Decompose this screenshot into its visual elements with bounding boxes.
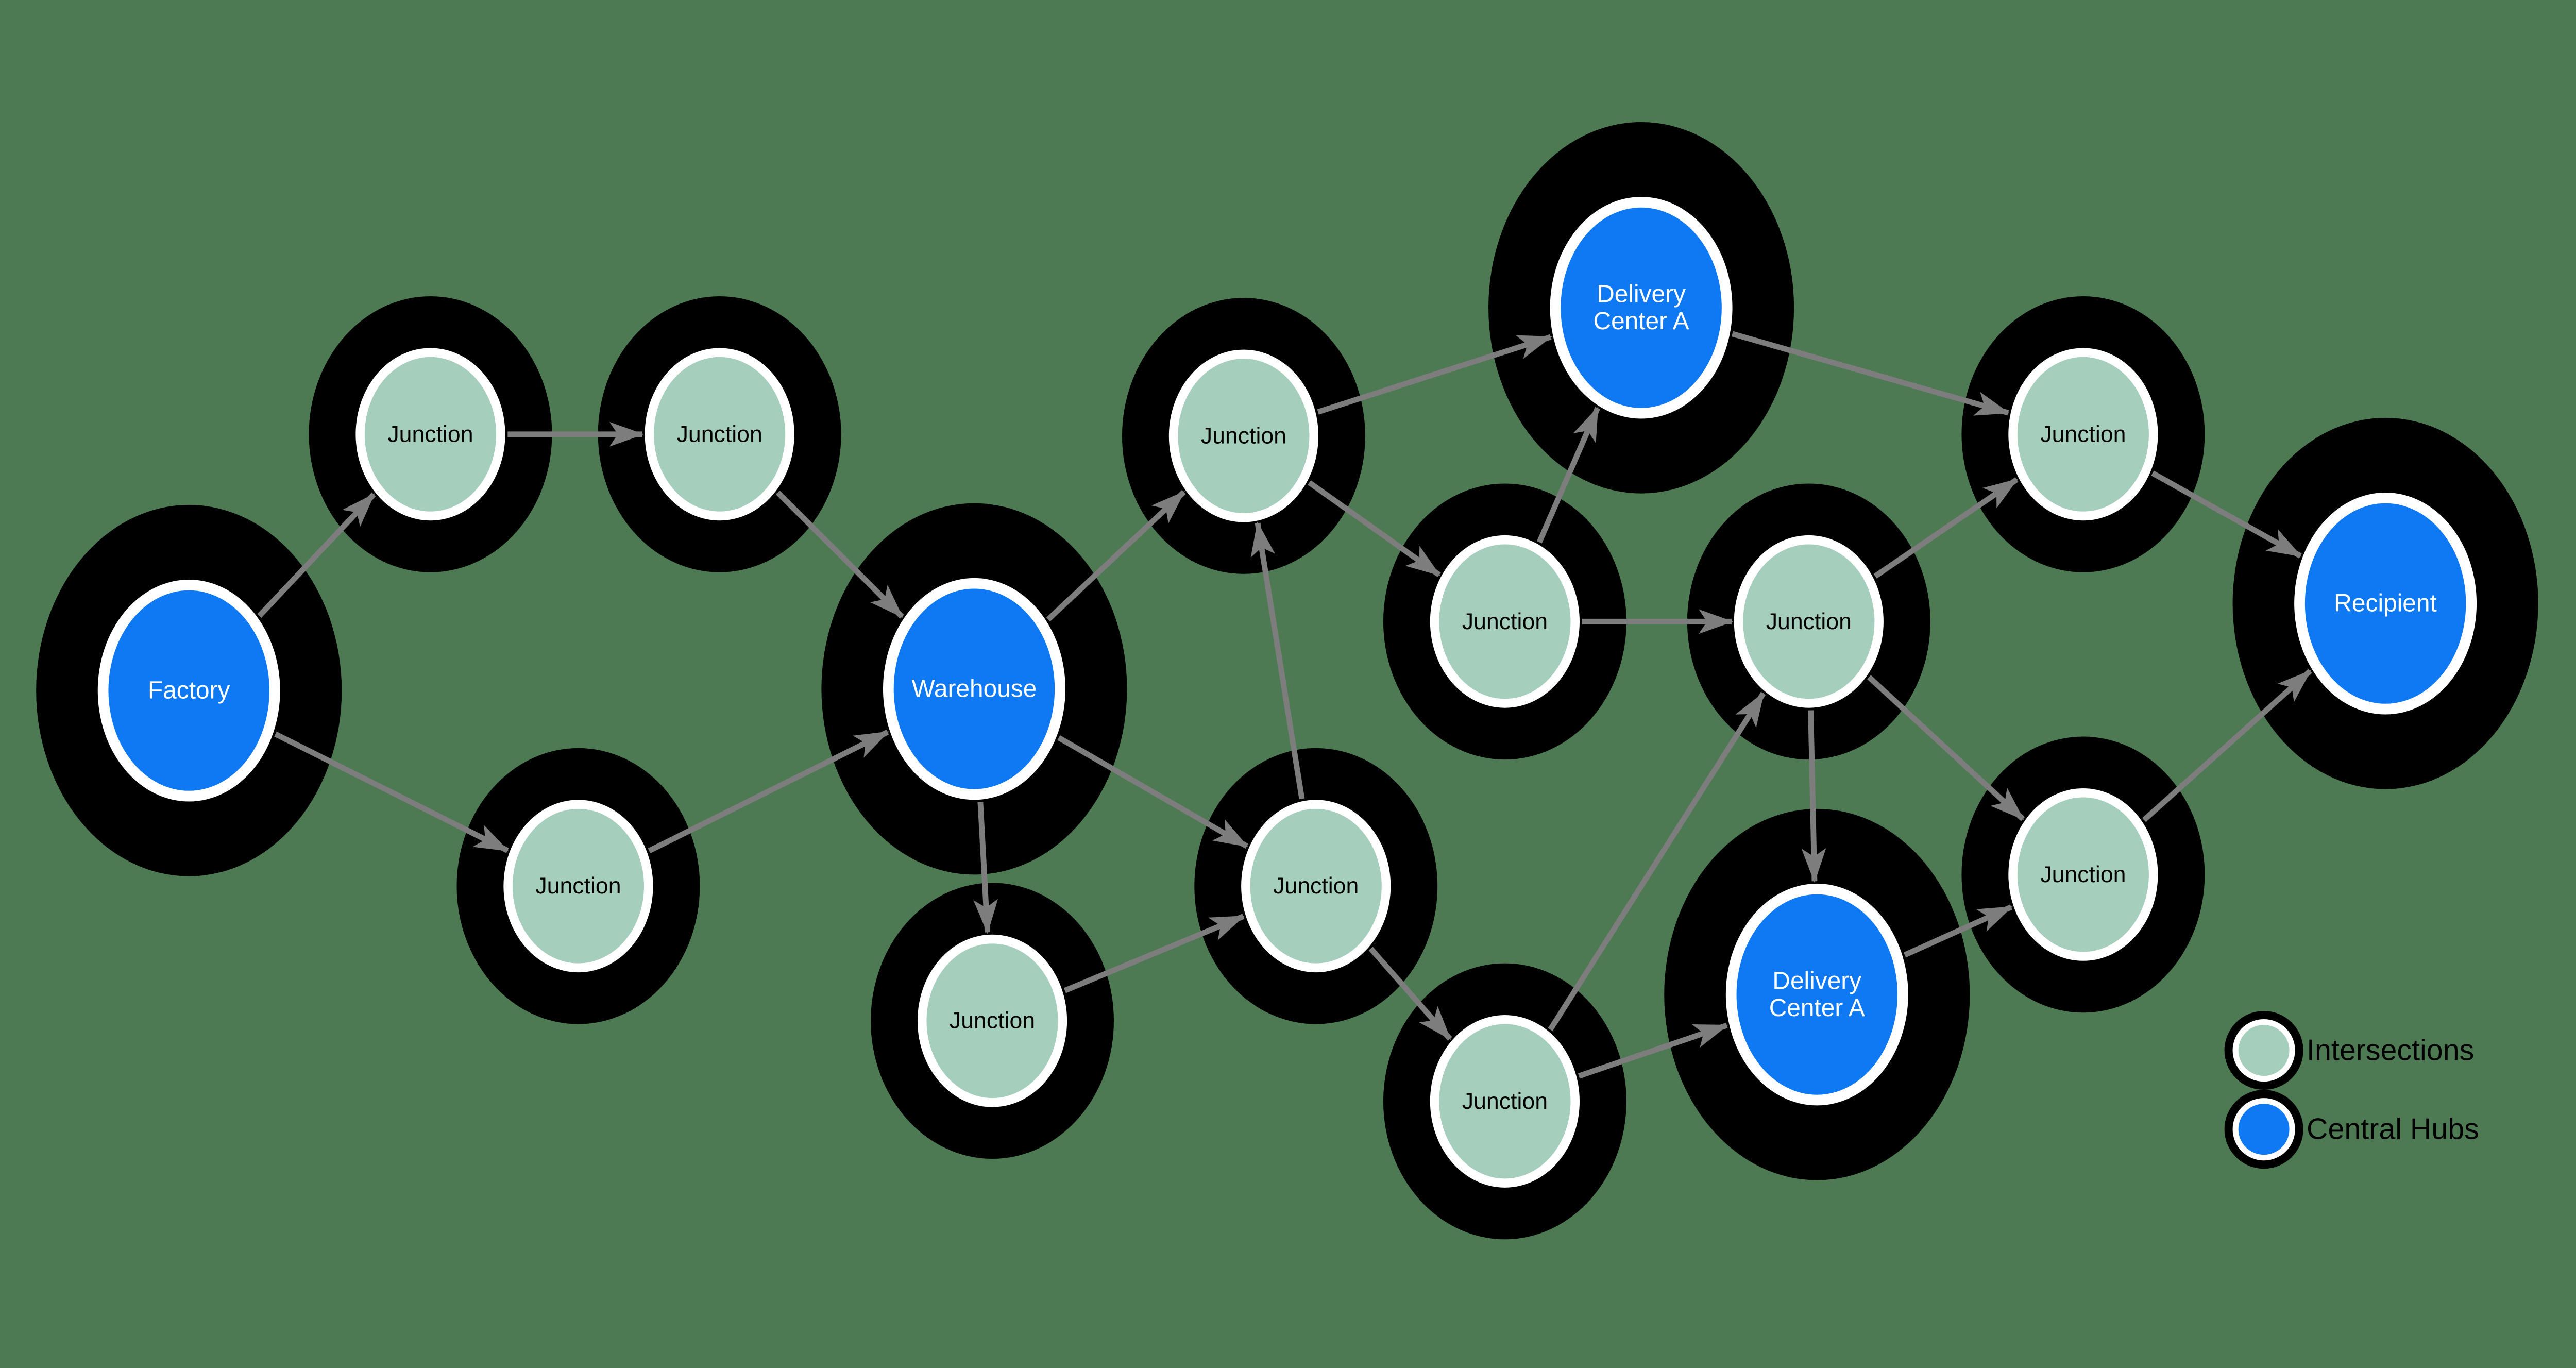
nodes-layer bbox=[97, 197, 2477, 1188]
node-junction-f bbox=[1250, 808, 1382, 964]
node-recipient bbox=[2304, 503, 2466, 704]
edge-junction-i-to-delivery-center-a-bottom bbox=[1801, 710, 1826, 883]
node-label-junction-f: Junction bbox=[1273, 873, 1359, 899]
node-label-factory: Factory bbox=[148, 677, 230, 704]
edge-junction-j-to-recipient bbox=[2151, 470, 2302, 559]
legend-label-central-hubs: Central Hubs bbox=[2307, 1113, 2479, 1146]
edge-warehouse-to-junction-d bbox=[1046, 489, 1186, 622]
legend-label-intersections: Intersections bbox=[2307, 1034, 2474, 1067]
legend-swatch-intersections bbox=[2238, 1025, 2290, 1076]
node-label-junction-d: Junction bbox=[1201, 423, 1286, 448]
node-junction-g bbox=[1439, 544, 1571, 699]
node-label-junction-e: Junction bbox=[950, 1008, 1035, 1034]
edge-junction-i-to-junction-j bbox=[1873, 477, 2019, 579]
edge-junction-b-to-warehouse bbox=[775, 490, 904, 619]
edge-junction-k-to-recipient bbox=[2142, 669, 2312, 822]
node-label-junction-a: Junction bbox=[387, 421, 473, 447]
edge-warehouse-to-junction-f bbox=[1057, 735, 1249, 849]
node-label-warehouse: Warehouse bbox=[912, 675, 1037, 703]
edge-junction-f-to-junction-h bbox=[1368, 947, 1452, 1041]
node-junction-d bbox=[1178, 359, 1310, 513]
edges-layer bbox=[257, 331, 2312, 1079]
node-junction-a bbox=[364, 357, 497, 512]
edge-junction-d-to-delivery-center-a-top bbox=[1317, 334, 1552, 415]
node-junction-j bbox=[2017, 357, 2149, 512]
edge-delivery-center-a-top-to-junction-j bbox=[1731, 331, 2010, 416]
node-label-junction-k: Junction bbox=[2040, 862, 2126, 887]
edge-factory-to-junction-a bbox=[257, 492, 376, 618]
node-label-junction-c: Junction bbox=[535, 873, 621, 899]
node-junction-i bbox=[1743, 544, 1875, 699]
node-factory bbox=[108, 590, 269, 791]
edge-junction-f-to-junction-d bbox=[1250, 521, 1305, 800]
edge-junction-d-to-junction-g bbox=[1308, 480, 1441, 578]
edge-junction-h-to-delivery-center-a-bottom bbox=[1578, 1022, 1728, 1079]
node-label-junction-i: Junction bbox=[1766, 609, 1852, 634]
edge-junction-e-to-junction-f bbox=[1063, 914, 1245, 993]
node-label-junction-g: Junction bbox=[1462, 609, 1548, 634]
edge-warehouse-to-junction-e bbox=[973, 802, 998, 934]
node-junction-c bbox=[512, 808, 644, 964]
node-label-delivery-center-a-top-line2: Center A bbox=[1594, 308, 1689, 335]
node-junction-h bbox=[1439, 1024, 1571, 1179]
node-label-delivery-center-a-bottom-line1: Delivery bbox=[1772, 967, 1861, 994]
legend-swatch-central-hubs bbox=[2238, 1104, 2290, 1155]
node-warehouse bbox=[893, 588, 1055, 789]
edge-junction-i-to-junction-k bbox=[1867, 675, 2025, 821]
node-junction-e bbox=[926, 943, 1058, 1099]
node-label-delivery-center-a-bottom-line2: Center A bbox=[1769, 994, 1865, 1022]
node-label-recipient: Recipient bbox=[2334, 590, 2436, 617]
node-junction-k bbox=[2017, 797, 2149, 952]
edge-junction-h-to-junction-i bbox=[1548, 691, 1766, 1032]
node-label-junction-h: Junction bbox=[1462, 1089, 1548, 1114]
node-halos-layer bbox=[36, 122, 2538, 1240]
edge-junction-c-to-warehouse bbox=[648, 729, 889, 854]
edge-factory-to-junction-c bbox=[274, 731, 509, 853]
edge-delivery-center-a-bottom-to-junction-k bbox=[1903, 904, 2013, 958]
edge-junction-g-to-delivery-center-a-top bbox=[1536, 407, 1600, 544]
node-label-junction-b: Junction bbox=[677, 421, 762, 447]
node-delivery-center-a-bottom bbox=[1736, 894, 1898, 1095]
node-junction-b bbox=[654, 357, 786, 512]
node-delivery-center-a-top bbox=[1561, 207, 1722, 408]
node-label-delivery-center-a-top-line1: Delivery bbox=[1597, 280, 1686, 308]
node-label-junction-j: Junction bbox=[2040, 421, 2126, 447]
